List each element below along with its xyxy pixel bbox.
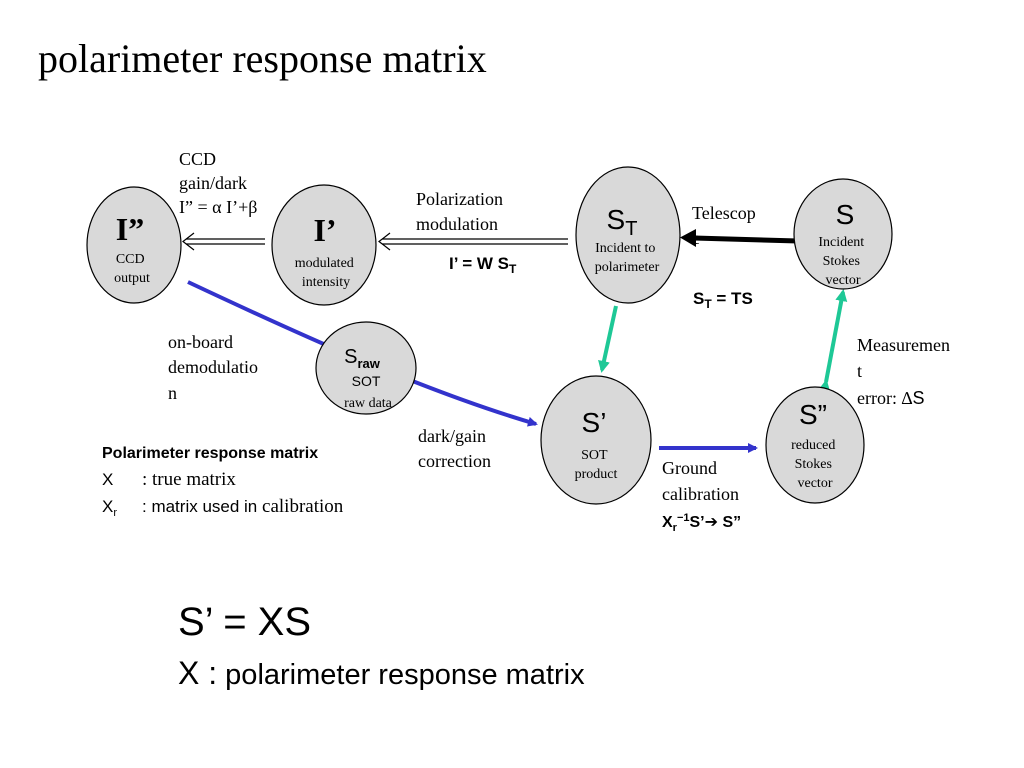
label-modulation-equation: I’ = W ST [449, 254, 517, 276]
legend-x-symbol: X [102, 470, 113, 489]
node-sot-raw-symbol: S [344, 346, 357, 368]
label-polarization-modulation: Polarization modulation [416, 189, 503, 234]
svg-text:modulated intensity: modulated intensity [295, 256, 358, 290]
node-incident-polarimeter-line: polarimeter [595, 260, 660, 275]
svg-text:gain/dark: gain/dark [179, 173, 247, 193]
node-reduced-stokes-line: Stokes [795, 457, 832, 472]
legend-x-desc: : true matrix [142, 469, 236, 490]
svg-text:error: ∆S: error: ∆S [857, 388, 925, 408]
svg-text:demodulatio: demodulatio [168, 357, 258, 377]
label-ccd-gain-dark: CCD gain/dark I” = α I’+β [179, 149, 257, 217]
svg-text:calibration: calibration [662, 484, 739, 504]
label-ground-equation: Xr−1S’➔ S” [662, 512, 741, 534]
node-reduced-stokes: S” reduced Stokes vector [765, 386, 865, 504]
node-reduced-stokes-symbol: S” [799, 399, 827, 430]
legend-heading: Polarimeter response matrix [102, 445, 318, 462]
svg-text:t: t [857, 361, 862, 381]
node-incident-polarimeter: ST Incident to polarimeter [575, 166, 681, 304]
svg-text:Incident to polarimeter: Incident to polarimeter [595, 241, 660, 275]
telescope-arrow [680, 229, 799, 247]
legend-xr-desc: : matrix used in calibration [142, 496, 344, 517]
svg-text:CCD: CCD [179, 149, 216, 169]
double-arrow-incident-to-modulated [378, 232, 568, 251]
label-telescope: Telescop e [692, 203, 756, 248]
node-sot-raw: Sraw SOT raw data [315, 321, 417, 415]
svg-text:Telescop: Telescop [692, 203, 756, 223]
node-modulated-intensity-line: intensity [302, 275, 350, 290]
node-sot-product-symbol: S’ [582, 407, 607, 438]
svg-text:Ground: Ground [662, 458, 717, 478]
node-sot-raw-line: SOT [352, 373, 381, 389]
legend: Polarimeter response matrix X : true mat… [102, 445, 344, 519]
svg-text:Polarization: Polarization [416, 189, 503, 209]
svg-text:modulation: modulation [416, 214, 498, 234]
matrix-definition: X : polarimeter response matrix [178, 655, 585, 691]
node-modulated-intensity: I’ modulated intensity [271, 184, 377, 306]
node-incident-stokes: S Incident Stokes vector [793, 178, 893, 290]
node-ccd-output-symbol: I” [116, 211, 144, 247]
page-title: polarimeter response matrix [38, 36, 487, 81]
svg-text:ST: ST [607, 204, 638, 240]
label-ground-calibration: Ground calibration [662, 458, 739, 504]
svg-text:Incident Stokes ve: Incident Stokes vector [818, 235, 867, 288]
svg-text:SOT product: SOT product [575, 448, 618, 482]
node-incident-stokes-line: Incident [818, 235, 864, 250]
green-arrow-incident-to-product [598, 305, 618, 373]
node-reduced-stokes-line: reduced [791, 438, 835, 453]
node-incident-stokes-line: vector [826, 273, 861, 288]
node-sot-product-line: product [575, 467, 618, 482]
node-ccd-output-line: output [114, 271, 150, 286]
node-sot-raw-symbol-sub: raw [357, 356, 380, 371]
svg-text:on-board: on-board [168, 332, 233, 352]
node-sot-raw-line: raw data [344, 396, 393, 411]
svg-text:I” = α I’+β: I” = α I’+β [179, 197, 257, 217]
node-modulated-intensity-line: modulated [295, 256, 354, 271]
label-telescope-equation: ST = TS [693, 289, 753, 311]
node-reduced-stokes-line: vector [798, 476, 833, 491]
legend-xr-symbol: Xr [102, 497, 117, 519]
node-incident-stokes-symbol: S [836, 199, 855, 230]
node-sot-product-line: SOT [581, 448, 608, 463]
svg-text:dark/gain: dark/gain [418, 426, 486, 446]
node-modulated-intensity-symbol: I’ [313, 212, 336, 248]
svg-text:Sraw: Sraw [344, 346, 381, 371]
node-ccd-output-line: CCD [116, 252, 145, 267]
label-measurement-error: Measuremen t error: ∆S [857, 335, 950, 408]
label-dark-gain-correction: dark/gain correction [418, 426, 491, 471]
svg-text:CCD output: CCD output [114, 252, 150, 286]
node-incident-polarimeter-symbol-sub: T [625, 218, 637, 240]
svg-text:reduced Stokes vec: reduced Stokes vector [791, 438, 839, 491]
node-incident-polarimeter-symbol: S [607, 204, 626, 235]
svg-text:n: n [168, 383, 177, 403]
node-ccd-output: I” CCD output [86, 186, 182, 304]
node-incident-stokes-line: Stokes [823, 254, 860, 269]
svg-text:e: e [692, 228, 700, 248]
node-incident-polarimeter-line: Incident to [595, 241, 655, 256]
double-arrow-modulated-to-ccd [182, 232, 265, 251]
main-equation: S’ = XS [178, 600, 311, 644]
svg-text:correction: correction [418, 451, 491, 471]
green-arrow-measurement-error [818, 289, 848, 392]
node-sot-product: S’ SOT product [540, 375, 652, 505]
svg-text:Measuremen: Measuremen [857, 335, 950, 355]
label-onboard-demodulation: on-board demodulatio n [168, 332, 258, 403]
